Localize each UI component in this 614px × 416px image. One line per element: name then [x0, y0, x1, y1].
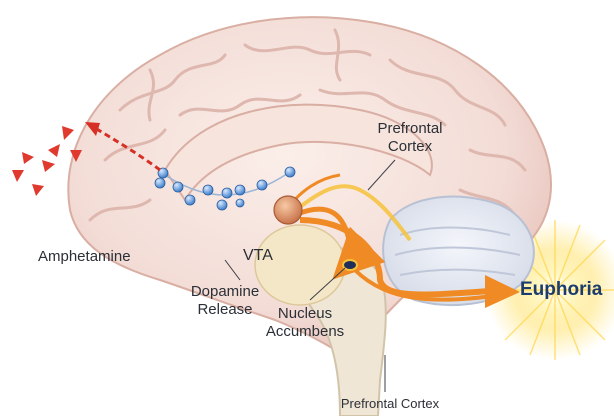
dopamine-molecule-icon: [236, 199, 244, 207]
amphetamine-particle-icon: [48, 144, 60, 157]
label-vta: VTA: [243, 246, 273, 265]
label-nucleus-accumbens-line1: Nucleus: [250, 305, 360, 323]
label-prefrontal-cortex-upper: Prefrontal Cortex: [355, 120, 465, 156]
dopamine-molecule-icon: [203, 185, 213, 195]
dopamine-molecule-icon: [217, 200, 227, 210]
dopamine-molecule-icon: [285, 167, 295, 177]
dopamine-molecule-icon: [235, 185, 245, 195]
amphetamine-particle-icon: [12, 170, 24, 182]
dopamine-molecule-icon: [155, 178, 165, 188]
dopamine-molecule-icon: [257, 180, 267, 190]
dopamine-molecule-icon: [222, 188, 232, 198]
label-nucleus-accumbens: Nucleus Accumbens: [250, 305, 360, 341]
label-prefrontal-cortex-upper-line2: Cortex: [355, 138, 465, 156]
label-prefrontal-cortex-upper-line1: Prefrontal: [355, 120, 465, 138]
label-amphetamine: Amphetamine: [38, 248, 131, 266]
dopamine-molecule-icon: [173, 182, 183, 192]
amphetamine-particle-icon: [42, 160, 55, 172]
label-euphoria: Euphoria: [520, 279, 602, 302]
vta-structure: [274, 196, 302, 224]
dopamine-molecule-icon: [185, 195, 195, 205]
label-prefrontal-cortex-bottom: Prefrontal Cortex: [325, 396, 455, 412]
amphetamine-particle-icon: [32, 184, 44, 196]
amphetamine-particle-icon: [22, 152, 34, 164]
amphetamine-particle-icon: [62, 126, 74, 140]
label-nucleus-accumbens-line2: Accumbens: [250, 323, 360, 341]
label-dopamine-release-line1: Dopamine: [175, 283, 275, 301]
